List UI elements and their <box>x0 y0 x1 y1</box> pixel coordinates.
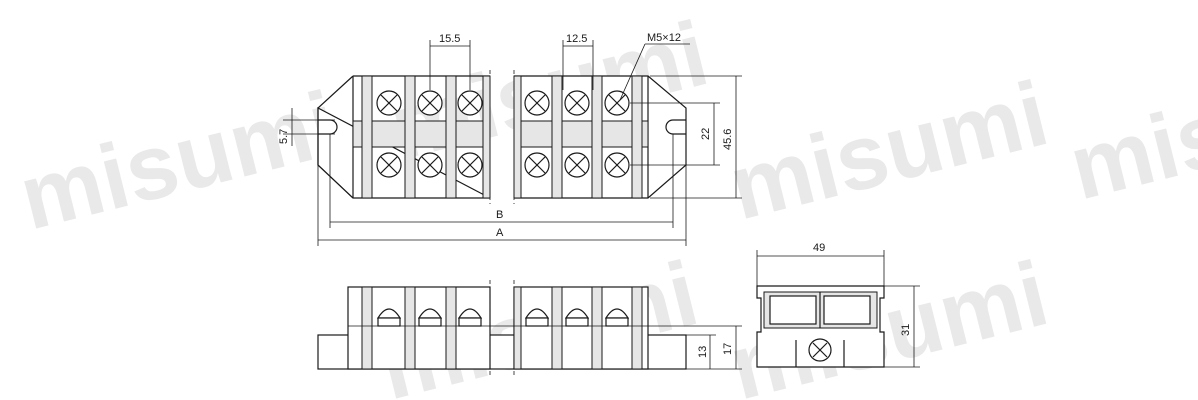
dim-screw-spec: M5×12 <box>619 32 690 101</box>
center-rib-left <box>352 120 491 148</box>
dim-pitch-right: 12.5 <box>562 33 594 90</box>
top-view: 15.5 12.5 M5×12 5.7 22 <box>278 32 742 246</box>
screw-head-icon <box>524 308 550 327</box>
length-a-label: A <box>496 227 504 239</box>
screw-icon <box>457 152 483 178</box>
screw-head-icon <box>564 308 590 327</box>
row-spacing-label: 22 <box>700 128 712 140</box>
dim-base-height: 13 <box>686 334 742 370</box>
total-height-label: 31 <box>900 324 912 336</box>
screw-icon <box>604 152 630 178</box>
side-view: 49 31 <box>756 242 920 368</box>
screw-icon <box>417 152 443 178</box>
side-height-label: 17 <box>722 343 734 355</box>
depth-label: 49 <box>813 242 825 254</box>
pitch-right-label: 12.5 <box>566 33 587 45</box>
dim-total-height: 31 <box>884 285 920 368</box>
screw-icon <box>604 90 630 116</box>
length-b-label: B <box>496 209 503 221</box>
screw-icon <box>564 152 590 178</box>
dim-slot-width: 5.7 <box>278 108 335 146</box>
dim-pitch-left: 15.5 <box>429 33 471 90</box>
front-screws <box>376 308 630 327</box>
screw-head-icon <box>417 308 443 327</box>
screw-icon <box>417 90 443 116</box>
screw-icon <box>564 90 590 116</box>
screw-icon <box>376 152 402 178</box>
watermark-text-3: misumi <box>720 63 1057 240</box>
front-body-right <box>513 286 649 370</box>
dim-length-a: A <box>317 165 687 246</box>
screw-icon <box>457 90 483 116</box>
dim-side-height: 17 <box>648 325 742 369</box>
front-barriers <box>361 286 643 370</box>
barriers-top <box>361 75 643 199</box>
watermark-text-4: misumi <box>1060 43 1198 220</box>
watermark-text-1: misumi <box>10 73 347 250</box>
dim-body-height: 45.6 <box>650 75 742 199</box>
slot-width-label: 5.7 <box>278 129 290 144</box>
base-height-label: 13 <box>697 346 709 358</box>
pitch-left-label: 15.5 <box>439 33 460 45</box>
screw-icon <box>524 152 550 178</box>
side-screw-icon <box>808 338 832 362</box>
front-view: 13 17 <box>317 280 742 375</box>
right-mount-slot <box>665 119 686 135</box>
dim-depth: 49 <box>756 242 885 286</box>
screw-head-icon <box>457 308 483 327</box>
screw-icon <box>376 90 402 116</box>
center-rib-right <box>513 120 649 148</box>
body-height-label: 45.6 <box>722 129 734 150</box>
screw-row-upper <box>376 90 630 116</box>
screw-spec-label: M5×12 <box>647 32 681 44</box>
screw-row-lower <box>376 152 630 178</box>
dim-row-spacing: 22 <box>630 102 720 166</box>
screw-icon <box>524 90 550 116</box>
dim-length-b: B <box>329 134 674 228</box>
